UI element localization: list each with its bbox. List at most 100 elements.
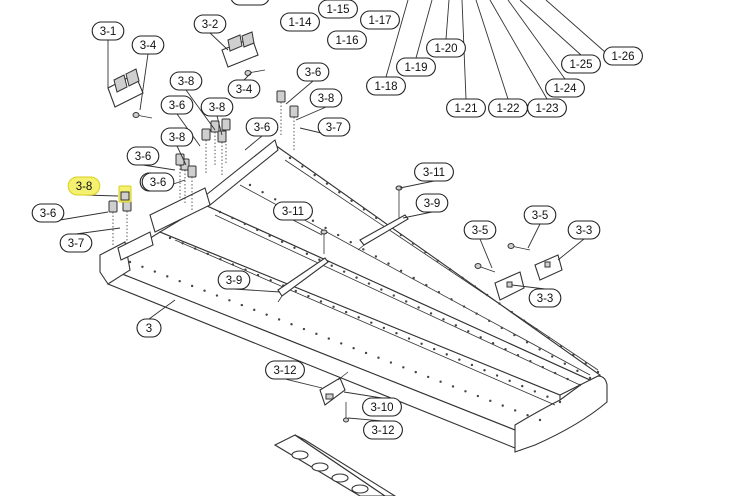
rail-hole (193, 247, 197, 250)
screw-3-11-a (320, 229, 328, 254)
rail-hole (501, 404, 504, 407)
callout-bubble (528, 288, 562, 308)
callout-text: 3-6 (40, 208, 57, 220)
rail-hole (294, 289, 298, 293)
callout-bubble (561, 54, 601, 74)
leader-line (557, 238, 585, 261)
rail-hole (563, 362, 567, 365)
rail-hole (325, 182, 329, 185)
callout-bubble (265, 360, 305, 380)
rail-hole (414, 370, 417, 374)
callout-1-16: 1-16 (327, 30, 367, 50)
callout-3-9: 3-9 (415, 193, 449, 213)
rail-hole (417, 306, 420, 309)
callout-bubble (230, 0, 270, 6)
bottom-tray (273, 434, 397, 496)
rail-hole (243, 222, 247, 226)
rail-hole (141, 265, 144, 268)
callout-bubble (414, 162, 454, 182)
callout-text: 1-18 (374, 81, 397, 93)
screw-3-4-left (132, 112, 153, 119)
callout-text: 3-8 (76, 181, 93, 193)
rail-hole (318, 258, 321, 261)
callout-3-12: 3-12 (265, 360, 305, 380)
rail-hole (261, 190, 264, 194)
rail-hole (166, 275, 169, 278)
highlighted-peg-3-8 (118, 185, 132, 203)
rail-hole (462, 305, 466, 308)
rail-hole (450, 298, 453, 301)
callout-bubble (363, 420, 403, 440)
leader-line (545, 0, 606, 53)
callout-1-25: 1-25 (561, 54, 601, 74)
rail-hole (181, 242, 184, 245)
callout-text: 1-19 (404, 62, 427, 74)
rail-hole (269, 279, 272, 282)
callout-text: 3-10 (370, 402, 393, 414)
rail-hole (288, 156, 292, 160)
leader-line (519, 0, 582, 56)
rail-hole (412, 242, 415, 245)
callout-bubble (603, 46, 643, 66)
rail-hole (311, 219, 315, 222)
rail-hole (268, 234, 271, 238)
rail-hole (510, 310, 513, 314)
rail-hole (178, 279, 181, 283)
rail-hole (566, 377, 569, 381)
peg-piece (289, 105, 299, 118)
callout-text: 3-9 (424, 198, 441, 210)
rail-hole (451, 385, 455, 388)
rail-hole (432, 347, 436, 351)
rail-hole (218, 210, 222, 214)
callout-bubble (567, 220, 601, 240)
rail-hole (332, 305, 335, 308)
callout-text: 3-3 (537, 293, 554, 305)
callout-3-7: 3-7 (317, 117, 351, 137)
rail-hole (370, 321, 373, 324)
rail-hole (546, 395, 549, 398)
rail-hole (500, 326, 504, 330)
leader-line (139, 53, 149, 111)
callout-text: 1-24 (553, 83, 577, 95)
rail-hole (313, 173, 316, 177)
callout-bubble (31, 203, 65, 223)
rail-hole (357, 316, 360, 319)
callout-text: 3-5 (472, 225, 489, 237)
rail-hole (495, 374, 499, 377)
rail-hole (273, 198, 277, 201)
callout-text: 3-8 (178, 76, 195, 88)
callout-bubble (126, 146, 160, 166)
callout-1-20: 1-20 (426, 38, 466, 58)
leader-line (142, 164, 176, 171)
rail-hole (473, 285, 476, 288)
rail-hole (547, 336, 550, 339)
rail-hole (293, 246, 296, 249)
rail-hole (380, 288, 383, 291)
callout-text: 3-8 (209, 102, 226, 114)
rail-hole (425, 283, 428, 287)
callout-bubble (141, 172, 175, 192)
rail-hole (367, 282, 371, 285)
callout-3-8: 3-8 (160, 127, 194, 147)
rail-hole (231, 263, 235, 266)
rail-hole (476, 394, 480, 398)
callout-text: 3-6 (254, 122, 271, 134)
rail-hole (219, 257, 222, 261)
callout-1-26: 1-26 (603, 46, 643, 66)
rail-hole (319, 300, 323, 303)
rail-hole (327, 337, 330, 340)
rail-hole (426, 375, 430, 379)
leader-line (75, 227, 121, 235)
callout-bubble (273, 201, 313, 221)
callout-3-7: 3-7 (59, 233, 93, 253)
leader-line (385, 0, 409, 78)
rail-hole (541, 365, 544, 369)
callout-text: 1-21 (454, 103, 477, 115)
callout-text: 3-3 (576, 225, 593, 237)
peg-piece (175, 153, 185, 166)
screw-3-5-b (474, 263, 496, 273)
block-3-3-b (494, 271, 525, 301)
callout-3-9: 3-9 (217, 270, 251, 290)
rail-hole (475, 312, 478, 315)
callout-3-8: 3-8 (169, 71, 203, 91)
